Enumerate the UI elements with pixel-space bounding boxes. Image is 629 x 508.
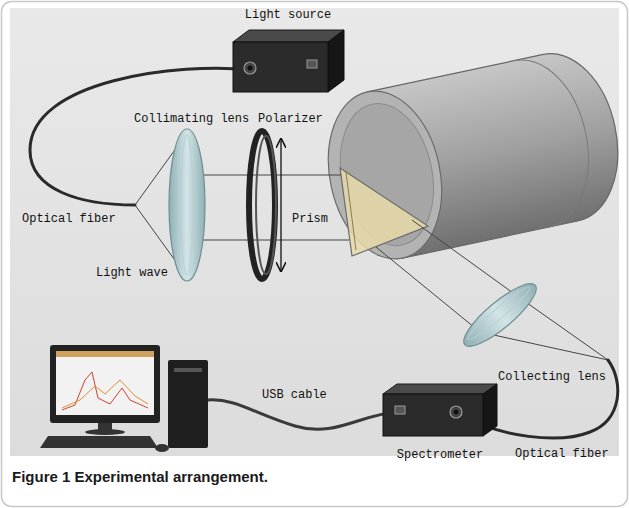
usb-cable-line	[208, 400, 398, 430]
square-port	[395, 406, 405, 414]
part-label: Collimating lens	[134, 112, 249, 126]
round-port	[244, 62, 256, 74]
monitor-screen	[56, 351, 154, 415]
optical-fiber-line	[30, 68, 250, 205]
part-label: Optical fiber	[22, 212, 116, 226]
box-side-face	[328, 30, 344, 92]
keyboard	[40, 436, 158, 448]
round-port	[450, 406, 462, 418]
box-top-face	[383, 384, 497, 394]
device-port	[395, 406, 405, 414]
lens-highlight	[181, 135, 193, 275]
prism-holder-cylinder	[314, 43, 629, 270]
prism-shape	[340, 168, 428, 256]
screen-bar	[56, 351, 154, 357]
computer	[40, 345, 208, 452]
lens-body	[456, 275, 543, 354]
device-label: Light source	[245, 8, 331, 22]
figure-caption: Figure 1 Experimental arrangement.	[12, 468, 268, 486]
cylinder-band	[514, 49, 603, 227]
device-box: Spectrometer	[378, 380, 502, 458]
box-top-face	[233, 30, 344, 42]
part-label: Light wave	[96, 266, 168, 280]
collimating-lens-shape	[169, 129, 205, 281]
device-shape	[378, 380, 502, 442]
light-beam	[192, 175, 341, 176]
part-label: Polarizer	[258, 112, 323, 126]
mouse	[155, 444, 169, 452]
device-label: Spectrometer	[397, 448, 483, 462]
square-port	[307, 60, 317, 68]
device-shape	[228, 20, 348, 100]
monitor-frame	[50, 345, 160, 423]
lens-highlight	[465, 284, 533, 343]
reflected-beam	[412, 220, 520, 298]
port-hole	[248, 66, 253, 71]
part-label: Prism	[292, 212, 328, 226]
box-side-face	[483, 384, 497, 436]
box-front-face	[383, 394, 483, 436]
device-port	[450, 406, 462, 418]
port-hole	[454, 410, 459, 415]
device-port	[244, 62, 256, 74]
polarization-arrow	[280, 139, 281, 271]
prism-edge	[346, 172, 356, 250]
part-label: USB cable	[262, 388, 327, 402]
collecting-lens-shape	[456, 275, 543, 354]
device-port	[307, 60, 317, 68]
device-box: Light source	[228, 4, 348, 100]
screen-plot	[62, 372, 148, 410]
screen-plot	[62, 380, 148, 408]
monitor-base	[85, 429, 125, 435]
focused-ray	[480, 332, 608, 360]
polarizer-ring	[249, 131, 275, 279]
polarizer-inner-ring	[256, 136, 276, 274]
drive-slot	[174, 368, 202, 372]
reflected-beam	[376, 247, 480, 332]
box-front-face	[233, 42, 328, 92]
part-label: Optical fiber	[515, 447, 609, 461]
computer-tower	[168, 360, 208, 448]
part-label: Collecting lens	[498, 370, 606, 384]
